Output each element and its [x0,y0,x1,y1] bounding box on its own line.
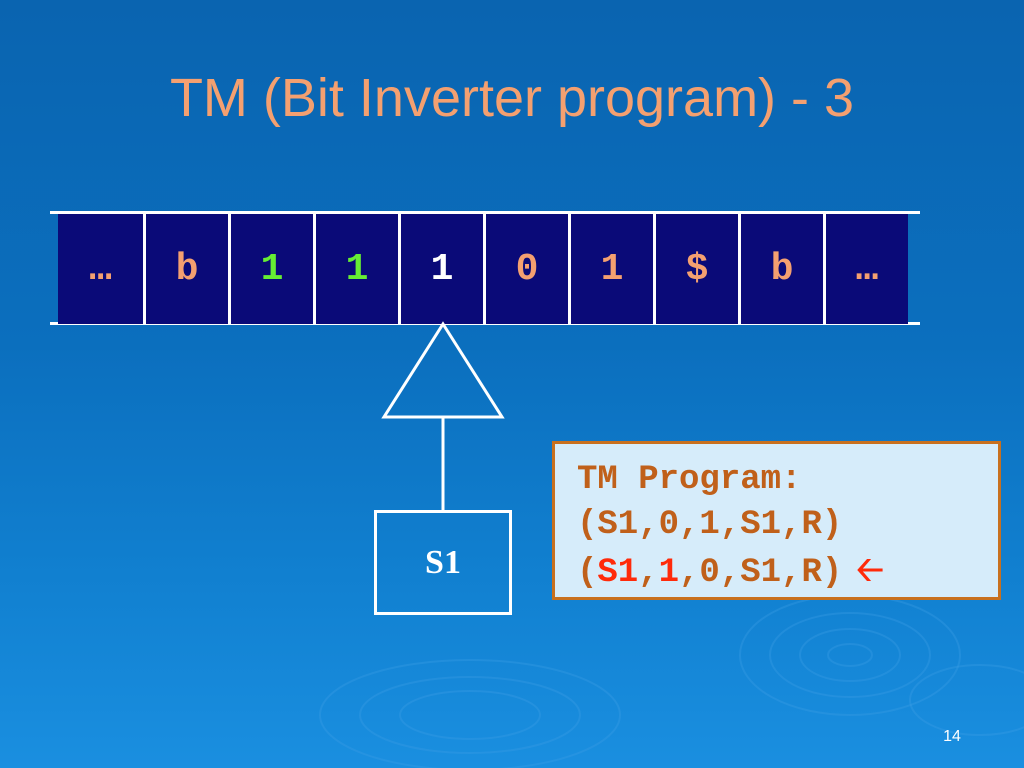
tape-cell-symbol: 1 [600,247,624,291]
tape-cell: 1 [313,214,398,324]
tape-cell: 1 [228,214,313,324]
program-header: TM Program: [577,461,802,499]
state-box: S1 [374,510,512,615]
program-rule-active: (S1,1,0,S1,R) 🡠 [577,548,998,596]
tape-cell-symbol: … [89,247,112,291]
head-triangle [381,321,505,419]
rule-read: 0 [658,506,680,544]
tape-cell-symbol: $ [685,247,709,291]
tape-cell-symbol: b [175,247,199,291]
rule-rest: ,0,S1,R) [679,554,843,592]
tape-cell: 1 [568,214,653,324]
rule-state: S1 [597,554,639,592]
tape-cell-symbol: … [855,247,879,291]
tape-cell-symbol: 1 [260,247,284,291]
tape-cell: $ [653,214,738,324]
rule-rest: ,1,S1,R) [679,506,843,544]
tape: … b 1 1 1 0 1 $ b … [58,214,908,324]
tape-cell: b [738,214,823,324]
tape-cell-symbol: 1 [430,247,454,291]
tape-cell: 0 [483,214,568,324]
rule-open: ( [577,506,598,544]
tape-cell-symbol: 0 [515,247,539,291]
left-arrow-icon: 🡠 [856,550,884,590]
rule-sep: , [638,506,659,544]
rule-state: S1 [597,506,639,544]
slide-title: TM (Bit Inverter program) - 3 [169,68,855,128]
program-rule: (S1,0,1,S1,R) [577,503,998,548]
tape-cell-current: 1 [398,214,483,324]
tape-cell: … [58,214,143,324]
rule-sep: , [638,554,659,592]
tape-cell-symbol: 1 [345,247,369,291]
tape-top-border [50,211,920,214]
state-label: S1 [425,543,461,581]
tape-cell: b [143,214,228,324]
rule-read: 1 [658,554,680,592]
tape-cell-symbol: b [770,247,794,291]
program-box: TM Program: (S1,0,1,S1,R) (S1,1,0,S1,R)🡠 [552,441,1001,600]
rule-open: ( [577,554,598,592]
tape-cell: … [823,214,908,324]
slide-number: 14 [943,728,961,745]
